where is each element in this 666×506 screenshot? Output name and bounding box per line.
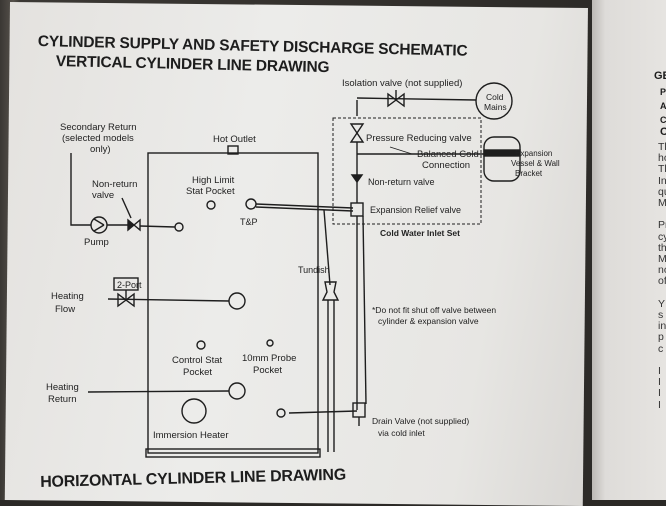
facing-body-line: c <box>658 342 664 355</box>
facing-body-line: of <box>658 275 666 288</box>
facing-body-line: M <box>658 253 666 265</box>
isolation-valve <box>387 92 398 108</box>
cold-water-inlet-set-label: Cold Water Inlet Set <box>380 228 460 238</box>
cold-mains-pipe <box>356 97 477 101</box>
heating-return-coil-connection <box>228 382 246 400</box>
facing-body-line: Y <box>658 297 666 310</box>
facing-body-line: M <box>658 197 666 209</box>
facing-heading-1: GE <box>654 70 666 82</box>
non-return-valve-right <box>350 174 364 184</box>
note-label-2: cylinder & expansion valve <box>378 316 479 326</box>
facing-body-line: I <box>658 376 661 389</box>
secondary-return-port <box>174 222 184 232</box>
expansion-relief-valve <box>350 202 364 217</box>
facing-body-line: ho <box>658 152 666 165</box>
cold-mains-circle <box>475 82 513 120</box>
control-stat-pocket <box>196 340 206 350</box>
cold-inlet-branch <box>288 410 358 414</box>
cylinder-base <box>145 448 321 458</box>
heating-return-label-1: Heating <box>46 382 79 393</box>
tp-discharge-pipe <box>255 203 354 209</box>
two-port-actuator <box>113 277 139 291</box>
secondary-return-label-3: only) <box>90 144 111 155</box>
facing-body-line: s <box>658 309 664 321</box>
probe-label-1: 10mm Probe <box>242 353 296 364</box>
facing-page: GE PL AS CY CO ThhoThInquMPrcythMnoofYsi… <box>592 0 666 500</box>
expansion-vessel <box>483 136 521 182</box>
control-stat-label-2: Pocket <box>183 367 212 378</box>
non-return-valve-left <box>127 218 136 232</box>
expansion-vessel-label-2: Vessel & Wall <box>511 159 560 168</box>
heating-flow-label-1: Heating <box>51 291 84 302</box>
facing-heading-2: PL <box>660 87 666 97</box>
facing-heading-3: AS <box>660 101 666 111</box>
drain-valve-label-2: via cold inlet <box>378 428 425 438</box>
facing-heading-4: CY <box>660 115 666 125</box>
pump-symbol <box>90 216 108 234</box>
immersion-heater <box>181 398 207 424</box>
heating-return-pipe <box>87 390 230 393</box>
expansion-relief-label: Expansion Relief valve <box>370 205 461 215</box>
drain-valve-label-1: Drain Valve (not supplied) <box>372 416 469 426</box>
immersion-heater-label: Immersion Heater <box>153 430 229 441</box>
expansion-vessel-label-3: Bracket <box>515 169 543 178</box>
heating-flow-label-2: Flow <box>55 304 75 315</box>
tundish <box>321 281 340 301</box>
facing-body-line: Pr <box>658 219 666 232</box>
hot-outlet-fitting <box>227 145 239 155</box>
drain-valve <box>352 402 366 418</box>
high-limit-label-2: Stat Pocket <box>186 186 235 197</box>
non-return-leader <box>121 197 132 219</box>
heating-flow-coil-connection <box>228 292 246 310</box>
secondary-return-label-1: Secondary Return <box>60 122 137 133</box>
pressure-reducing-label: Pressure Reducing valve <box>366 133 472 144</box>
two-port-label: 2-Port <box>117 280 142 290</box>
facing-body-line: in <box>658 320 666 333</box>
tundish-label: Tundish <box>298 265 330 275</box>
balanced-cold-label-2: Connection <box>422 160 470 171</box>
probe-pocket <box>266 339 274 347</box>
facing-body-line: cy <box>658 230 666 243</box>
facing-body-line: I <box>658 365 661 377</box>
secondary-return-pipe <box>70 153 91 226</box>
high-limit-stat-pocket <box>206 200 216 210</box>
pump-label: Pump <box>84 237 109 248</box>
non-return-right-label: Non-return valve <box>368 177 435 187</box>
probe-label-2: Pocket <box>253 365 282 376</box>
facing-body-line: I <box>658 398 661 411</box>
heating-flow-pipe <box>107 298 230 302</box>
two-port-valve <box>117 292 128 308</box>
isolation-valve-label: Isolation valve (not supplied) <box>342 78 462 89</box>
non-return-left-label-1: Non-return <box>92 179 137 190</box>
tp-valve-port <box>245 198 257 210</box>
high-limit-label-1: High Limit <box>192 175 235 186</box>
facing-body-line: qu <box>658 185 666 198</box>
note-label-1: *Do not fit shut off valve between <box>372 305 496 315</box>
facing-body-line: In <box>658 174 666 187</box>
facing-body-line: p <box>658 331 664 344</box>
tundish-inlet-pipe <box>323 209 331 286</box>
hot-outlet-label: Hot Outlet <box>213 134 256 145</box>
facing-body-line: Th <box>658 141 666 153</box>
pressure-reducing-valve <box>349 123 365 135</box>
control-stat-label-1: Control Stat <box>172 355 223 366</box>
tp-label: T&P <box>240 217 258 227</box>
facing-body-line: I <box>658 387 661 400</box>
cold-mains-label-2: Mains <box>484 102 507 112</box>
balanced-cold-label-1: Balanced Cold <box>417 149 479 160</box>
cold-mains-label-1: Cold <box>486 92 504 102</box>
cylinder-body <box>147 152 319 454</box>
non-return-left-label-2: valve <box>92 190 114 201</box>
expansion-vessel-label-1: Expansion <box>515 149 552 158</box>
heating-return-label-2: Return <box>48 394 77 405</box>
facing-body-line: no <box>658 264 666 277</box>
cold-inlet-port <box>276 408 286 418</box>
facing-heading-5: CO <box>660 126 666 138</box>
secondary-return-label-2: (selected models <box>62 133 134 144</box>
facing-body-line: Th <box>658 163 666 176</box>
facing-body-line: th <box>658 241 666 254</box>
cold-water-inlet-set-box <box>332 117 482 225</box>
